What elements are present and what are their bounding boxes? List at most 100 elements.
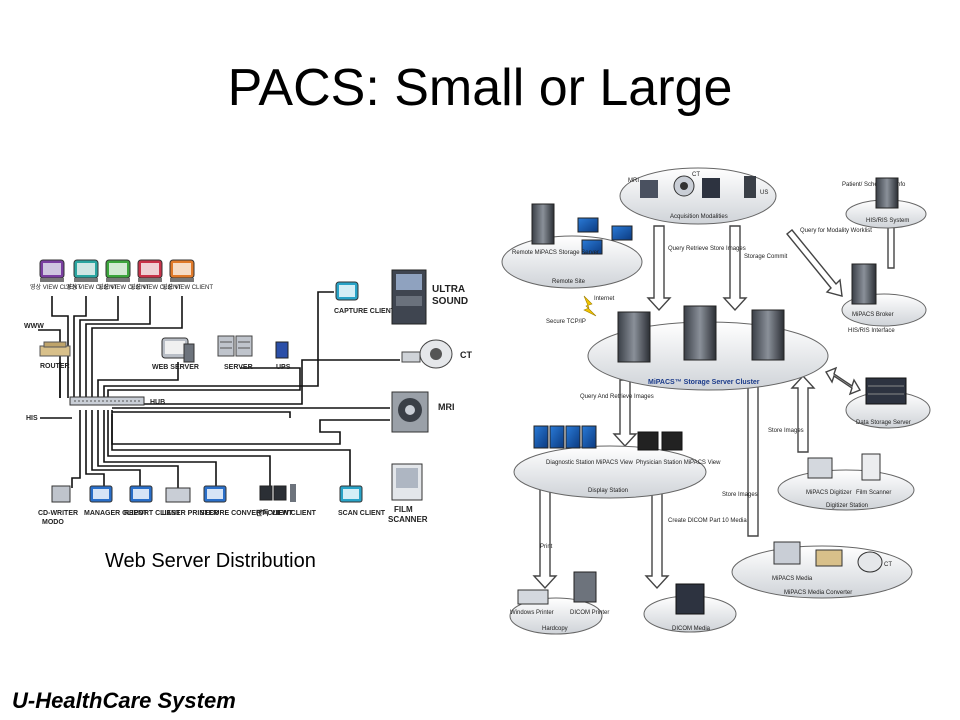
- display-station-label: Display Station: [588, 488, 628, 494]
- physician-station-label: Physician Station MiPACS View: [636, 460, 721, 466]
- lightning-icon: [583, 295, 597, 317]
- view-client-4: 영상 VIEW CLIENT: [130, 259, 181, 291]
- digitizer-station: MiPACS Digitizer Film Scanner Digitizer …: [777, 453, 915, 511]
- secure-convert-client-label: SECURE CONVERT CLIENT: [200, 510, 293, 517]
- view-client-label: 판독 VIEW CLIENT: [256, 508, 317, 517]
- ct-label: CT: [460, 350, 472, 360]
- view-client-5: 영상 VIEW CLIENT: [162, 259, 213, 291]
- diagnostic-station-label: Diagnostic Station MiPACS View: [546, 460, 633, 466]
- footer-text: U-HealthCare System: [12, 688, 236, 713]
- slide-title: PACS: Small or Large: [227, 59, 733, 117]
- query-and-retrieve-label: Query And Retrieve Images: [580, 394, 654, 400]
- report-client-label: REPORT CLIENT: [124, 510, 181, 517]
- capture-client-label: CAPTURE CLIENT: [334, 308, 396, 315]
- cd-writer-label: CD-WRITER: [38, 510, 78, 517]
- his-label: HIS: [26, 415, 38, 422]
- laser-printer-label: LASER PRINTER: [162, 510, 218, 517]
- acquisition-modalities: MRI CT US Acquisition Modalities: [619, 167, 777, 225]
- media-ct-label: CT: [884, 562, 892, 568]
- store-images-label: Store Images: [768, 428, 804, 434]
- www-label: WWW: [24, 323, 44, 330]
- his-ris-interface-label: HIS/RIS Interface: [848, 328, 895, 334]
- print-label: Print: [540, 544, 553, 550]
- view-client-1: 영상 VIEW CLIENT: [30, 259, 81, 291]
- media-converter-label: MiPACS Media Converter: [784, 590, 852, 596]
- ultrasound-device: ULTRA SOUND: [391, 269, 468, 325]
- cd-writer: CD-WRITER MODO: [38, 485, 78, 526]
- scanner-label: SCANNER: [388, 515, 428, 524]
- remote-site: Remote MiPACS Storage Server Remote Site: [501, 203, 643, 289]
- scan-client-label: SCAN CLIENT: [338, 510, 386, 517]
- ups-label: UPS: [276, 364, 291, 371]
- web-server-label: WEB SERVER: [152, 364, 199, 371]
- report-client: REPORT CLIENT: [124, 485, 181, 517]
- view-client-2: 영상 VIEW CLIENT: [66, 259, 117, 291]
- dicom-media: DICOM Media: [643, 583, 737, 633]
- flow-arrows: [532, 207, 895, 590]
- store-images-label: Store Images: [722, 492, 758, 498]
- view-client-label: 영상 VIEW CLIENT: [66, 283, 117, 291]
- dicom-media-label: DICOM Media: [672, 626, 711, 632]
- secure-convert-client: SECURE CONVERT CLIENT: [200, 485, 293, 517]
- his-ris-system: Patient/ Scheduling Info HIS/RIS System: [842, 177, 927, 229]
- view-client-label: 영상 VIEW CLIENT: [30, 283, 81, 291]
- remote-site-label: Remote Site: [552, 279, 586, 285]
- web-server: WEB SERVER: [152, 337, 199, 371]
- ct-modality-label: CT: [692, 172, 700, 178]
- view-client-label: 영상 VIEW CLIENT: [98, 283, 149, 291]
- internet-label: Internet: [594, 296, 615, 302]
- wires-top: [38, 291, 400, 488]
- create-dicom-label: Create DICOM Part 10 Media: [668, 518, 747, 524]
- view-client-label: 영상 VIEW CLIENT: [162, 283, 213, 291]
- cluster-label: MiPACS™ Storage Server Cluster: [648, 379, 760, 386]
- windows-printer-label: Windows Printer: [510, 610, 554, 616]
- modo-label: MODO: [42, 519, 64, 526]
- data-storage-server: Data Storage Server: [845, 377, 931, 429]
- hub-label: HUB: [150, 399, 165, 406]
- view-client-label: 영상 VIEW CLIENT: [130, 283, 181, 291]
- router: ROUTER: [39, 341, 71, 370]
- his-ris-interface: MiPACS Broker HIS/RIS Interface: [841, 263, 927, 334]
- reading-view-client: 판독 VIEW CLIENT: [256, 484, 317, 517]
- us-modality-label: US: [760, 190, 768, 196]
- his-ris-system-label: HIS/RIS System: [866, 218, 909, 224]
- storage-commit-label: Storage Commit: [744, 254, 788, 260]
- storage-server-cluster: MiPACS™ Storage Server Cluster: [587, 305, 829, 391]
- acquisition-label: Acquisition Modalities: [670, 214, 728, 220]
- ups: UPS: [275, 341, 291, 371]
- media-converter: MiPACS Media CT MiPACS Media Converter: [731, 541, 913, 599]
- laser-printer: LASER PRINTER: [162, 487, 218, 517]
- digitizer-station-label: Digitizer Station: [826, 503, 868, 509]
- mipacs-broker-label: MiPACS Broker: [852, 312, 894, 318]
- server-rack: SERVER: [217, 335, 253, 371]
- manager-client: MANAGER CLIENT: [84, 485, 148, 517]
- data-storage-label: Data Storage Server: [856, 420, 911, 426]
- server-label: SERVER: [224, 364, 253, 371]
- display-station: Diagnostic Station MiPACS View Physician…: [513, 425, 721, 499]
- capture-client: CAPTURE CLIENT: [334, 281, 396, 315]
- query-retrieve-store-label: Query Retrieve Store Images: [668, 246, 746, 252]
- secure-tcp-label: Secure TCP/IP: [546, 319, 586, 325]
- film-scanner: FILM SCANNER: [388, 463, 428, 524]
- left-network-diagram: 영상 VIEW CLIENT 영상 VIEW CLIENT 영상 VIEW CL…: [24, 259, 472, 526]
- router-label: ROUTER: [40, 363, 70, 370]
- remote-server-label: Remote MiPACS Storage Server: [512, 250, 599, 256]
- ultra-label: ULTRA: [432, 284, 465, 295]
- film-scanner-label: Film Scanner: [856, 490, 891, 496]
- ct-scanner: CT: [401, 339, 472, 369]
- view-client-3: 영상 VIEW CLIENT: [98, 259, 149, 291]
- film-label: FILM: [394, 505, 413, 514]
- right-pacs-diagram: MRI CT US Acquisition Modalities Patient…: [501, 167, 931, 635]
- diagram-caption: Web Server Distribution: [105, 550, 316, 572]
- dicom-printer-label: DICOM Printer: [570, 610, 609, 616]
- digitizer-label: MiPACS Digitizer: [806, 490, 852, 496]
- hardcopy-label: Hardcopy: [542, 626, 568, 632]
- scan-client: SCAN CLIENT: [338, 485, 386, 517]
- mri-scanner: MRI: [391, 391, 455, 433]
- sound-label: SOUND: [432, 296, 468, 307]
- manager-client-label: MANAGER CLIENT: [84, 510, 148, 517]
- query-modality-label: Query for Modality Worklist: [800, 228, 872, 234]
- hub: HUB: [69, 396, 165, 406]
- mri-modality-label: MRI: [628, 178, 639, 184]
